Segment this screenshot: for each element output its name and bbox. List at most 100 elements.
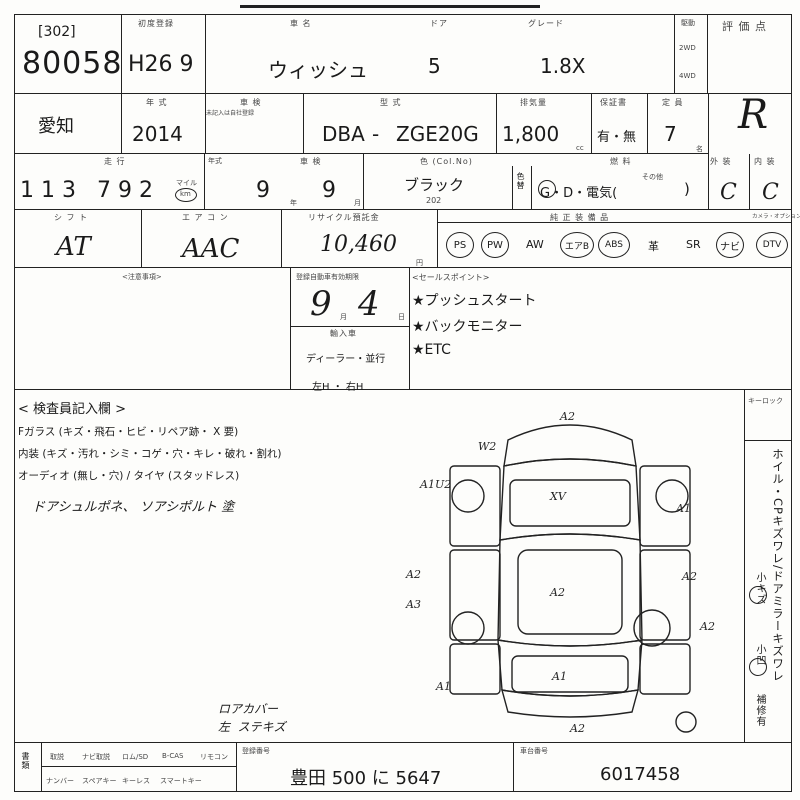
mark-6: A2 (405, 568, 421, 581)
grade-value: 1.8X (540, 54, 586, 78)
mark-3: XV (549, 490, 567, 503)
plate-number: 豊田 500 に 5647 (290, 768, 442, 789)
doc-navi-manual: ナビ取説 (82, 753, 110, 761)
mark-4: A1U2 (419, 478, 451, 491)
option-leather: 革 (648, 240, 659, 253)
doc-smart-key: スマートキー (160, 777, 202, 785)
sales-label: <セールスポイント> (412, 273, 490, 282)
docs-label-cell (14, 742, 42, 792)
key-lock-divider (744, 440, 792, 441)
model-code: ZGE20G (396, 122, 479, 146)
handle-value: 左H ・ 右H (312, 382, 364, 393)
doc-spare-key: スペアキー (82, 777, 117, 785)
year-cell (122, 94, 206, 154)
wheel-circle-2 (749, 658, 767, 676)
drive-cell (674, 14, 708, 94)
date-label: 年式 (208, 157, 222, 165)
option-airbag: エアB (560, 232, 594, 258)
options-label: 純 正 装 備 品 (550, 213, 610, 222)
doc-number: ナンバー (46, 777, 74, 785)
capacity-label: 定 員 (662, 98, 684, 107)
model-prefix: DBA (322, 122, 365, 146)
shaken-month-1: 9 (256, 178, 270, 203)
recolor-cell (512, 166, 532, 210)
doors-label: ドア (430, 19, 448, 28)
sheet-top-edge (240, 0, 540, 8)
color-label: 色 (Col.No) (420, 157, 473, 166)
recycle-value: 10,460 (320, 232, 397, 257)
mark-11: A1 (435, 680, 451, 693)
recycle-cell (282, 210, 438, 268)
km-unit: km (180, 190, 191, 198)
doc-manual: 取説 (50, 753, 64, 761)
color-value: ブラック (404, 176, 465, 194)
shaken-date-label: 車 検 (300, 157, 322, 166)
region: 愛知 (38, 116, 74, 137)
mark-12: A1 (551, 670, 567, 683)
shaken-month-2: 9 (322, 178, 336, 203)
car-name-label: 車 名 (290, 19, 312, 28)
inspector-line-2: 内装 (キズ・汚れ・シミ・コゲ・穴・キレ・破れ・割れ) (18, 448, 282, 460)
ext-label: 外 装 (710, 157, 732, 166)
insp-month-unit: 月 (340, 313, 347, 321)
drive-4wd: 4WD (679, 72, 696, 80)
row1 (14, 14, 792, 94)
mark-1: A2 (559, 410, 575, 423)
first-reg-value: H26 9 (128, 52, 194, 77)
mark-9: A2 (549, 586, 565, 599)
inspector-handwritten-note-2: ロアカバー 左 ステキズ (218, 702, 286, 734)
option-aw: AW (526, 238, 544, 251)
mark-10: A2 (699, 620, 715, 633)
mark-5: A1 (675, 502, 691, 515)
car-diagram: A2 W2 XV A1U2 A1 A2 A2 A3 A2 A2 A1 A1 A2 (405, 410, 715, 735)
drive-2wd: 2WD (679, 44, 696, 52)
import-dealer: ディーラー・並行 (306, 354, 386, 365)
inspector-handwritten-note: ドアシュルポネ、 ソアシポルト 塗 (32, 500, 235, 515)
model-label: 型 式 (380, 98, 402, 107)
wheel-repair: 補修有 (754, 694, 765, 727)
chassis-label: 車台番号 (520, 747, 548, 755)
car-name: ウィッシュ (268, 58, 368, 82)
mileage-value: 113 792 (20, 178, 160, 203)
lot-cell (14, 14, 122, 94)
shift-cell (14, 210, 142, 268)
car-marks: A2 W2 XV A1U2 A1 A2 A2 A3 A2 A2 A1 A1 A2 (405, 410, 715, 735)
options-divider (438, 222, 792, 223)
capacity-unit: 名 (696, 145, 703, 153)
ext-cell (708, 154, 750, 210)
fuel-value: G・D・電気( (540, 186, 618, 201)
doc-keyless: キーレス (122, 777, 150, 785)
drive-label: 駆動 (681, 19, 695, 27)
reg-label: 登録番号 (242, 747, 270, 755)
score-label: 評 価 点 (722, 20, 767, 33)
docs-label: 書類 (21, 752, 30, 770)
option-abs: ABS (598, 232, 630, 258)
sales-point-2: ★バックモニター (412, 319, 523, 335)
fuel-close: ) (684, 180, 690, 198)
model-dash: - (372, 122, 380, 146)
warranty-cell (592, 94, 648, 154)
shift-value: AT (56, 232, 91, 262)
option-dtv: DTV (756, 232, 788, 258)
mile-unit: マイル (176, 179, 197, 187)
inspector-title: < 検査員記入欄 > (18, 402, 127, 417)
insp-day-unit: 日 (398, 313, 405, 321)
first-reg-label: 初度登録 (138, 19, 174, 28)
shaken-note: 未記入は自社登録 (206, 110, 255, 117)
year-label: 年 式 (146, 98, 168, 107)
year-suffix: 年 (290, 199, 297, 207)
lot-number-small: [302] (38, 24, 76, 40)
car-outline (449, 424, 697, 733)
warranty-value: 有・無 (597, 130, 637, 145)
chassis-number: 6017458 (600, 764, 681, 785)
lot-number: 80058 (22, 46, 123, 81)
shaken-label: 車 検 (240, 98, 262, 107)
option-sr: SR (686, 238, 701, 251)
sales-point-1: ★プッシュスタート (412, 293, 537, 309)
inspector-line-3: オーディオ (無し・穴) / タイヤ (スタッドレス) (18, 470, 240, 482)
insp-day: 4 (358, 284, 380, 324)
mark-7: A2 (681, 570, 697, 583)
displacement: 1,800 (502, 122, 560, 146)
wheel-circle (749, 586, 767, 604)
key-lock-box (744, 390, 792, 742)
